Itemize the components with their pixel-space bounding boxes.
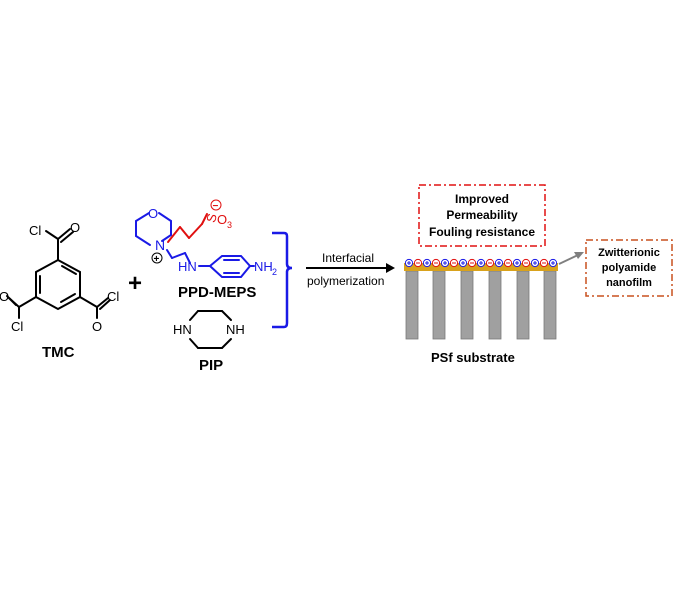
pip-nh-right: NH — [226, 322, 245, 337]
charge-pos-1 — [404, 258, 414, 268]
tmc-left-cl: Cl — [11, 319, 23, 334]
nanofilm-line2: polyamide — [602, 262, 656, 274]
ppd-meps-morpholine — [135, 212, 191, 264]
charge-neg-4 — [467, 258, 477, 268]
pip-ring — [189, 310, 232, 349]
charge-pos-8 — [530, 258, 540, 268]
charge-neg-7 — [521, 258, 531, 268]
charge-neg-5 — [485, 258, 495, 268]
sulfonate-s: S — [203, 212, 220, 225]
sulfonate-subscript: 3 — [227, 220, 232, 230]
plus-sign: + — [128, 270, 142, 297]
charge-neg-6 — [503, 258, 513, 268]
nanofilm-pointer-arrow — [558, 254, 579, 265]
charge-pos-9 — [548, 258, 558, 268]
zwitterion-charges — [404, 258, 558, 268]
charge-pos-3 — [440, 258, 450, 268]
charge-pos-2 — [422, 258, 432, 268]
ammonium-charge-circle — [151, 252, 163, 264]
meps-sulfonate-chain — [167, 213, 208, 243]
nanofilm-box — [585, 239, 673, 297]
charge-neg-3 — [449, 258, 459, 268]
ppd-ring — [198, 255, 255, 278]
nanofilm-line1: Zwitterionic — [598, 247, 660, 259]
reactant-bracket — [272, 231, 293, 329]
improvement-box — [418, 184, 546, 247]
charge-pos-6 — [494, 258, 504, 268]
charge-neg-8 — [539, 258, 549, 268]
ammonium-n: N — [155, 237, 165, 253]
sulfonate-charge-circle — [210, 199, 222, 211]
psf-substrate-pores — [405, 270, 557, 340]
ammonium-charge: + — [154, 254, 160, 265]
tmc-right-o: O — [92, 319, 102, 334]
charge-pos-7 — [512, 258, 522, 268]
charge-neg-1 — [413, 258, 423, 268]
tmc-left-o: O — [0, 289, 9, 304]
charge-pos-5 — [476, 258, 486, 268]
tmc-label: TMC — [42, 344, 75, 361]
pip-label: PIP — [199, 357, 223, 374]
nanofilm-line3: nanofilm — [606, 277, 652, 289]
psf-substrate-label: PSf substrate — [431, 350, 515, 365]
tmc-right-cl: Cl — [107, 289, 119, 304]
improvement-line1: Improved — [455, 192, 509, 206]
improvement-line3: Fouling resistance — [429, 225, 535, 239]
tmc-structure — [6, 228, 111, 319]
arrow-label-line2: polymerization — [307, 274, 384, 288]
ppd-amine-nh2-subscript: 2 — [272, 267, 277, 277]
tmc-top-o: O — [70, 220, 80, 235]
morpholine-o: O — [148, 206, 158, 221]
improvement-line2: Permeability — [446, 208, 518, 222]
charge-pos-4 — [458, 258, 468, 268]
ppd-meps-label: PPD-MEPS — [178, 284, 256, 301]
charge-neg-2 — [431, 258, 441, 268]
pip-nh-left: HN — [173, 322, 192, 337]
reaction-arrow-head — [386, 263, 395, 273]
ppd-amine-nh2: NH — [254, 259, 273, 274]
sulfonate-charge: − — [213, 201, 219, 212]
tmc-top-cl: Cl — [29, 223, 41, 238]
ppd-amine-hn: HN — [178, 259, 197, 274]
arrow-label-line1: Interfacial — [322, 251, 374, 265]
nanofilm-pointer-arrow-head — [574, 252, 584, 259]
sulfonate-o: O — [217, 212, 227, 227]
